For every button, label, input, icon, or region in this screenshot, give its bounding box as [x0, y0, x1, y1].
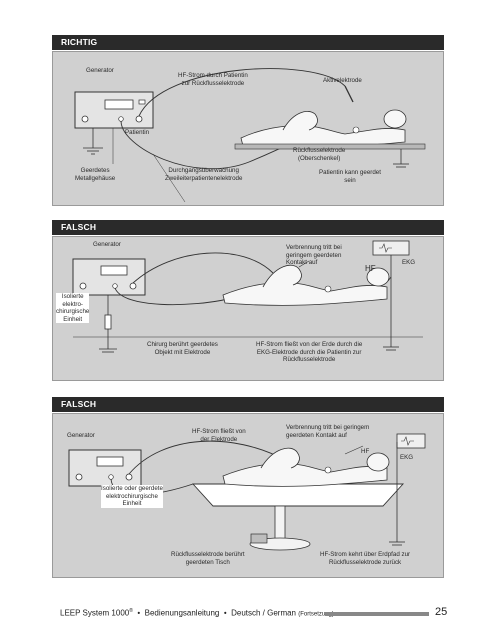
return-electrode-label: Rückflusselektrode(Oberschenkel): [293, 147, 346, 162]
section-header-falsch-2: FALSCH: [52, 397, 444, 412]
section-title: FALSCH: [61, 399, 97, 409]
separator: •: [223, 608, 227, 618]
manual-title: Bedienungsanleitung: [144, 608, 220, 618]
footer: LEEP System 1000® • Bedienungsanleitung …: [60, 608, 334, 618]
product-name: LEEP System 1000: [60, 608, 130, 618]
section-header-falsch-1: FALSCH: [52, 220, 444, 235]
separator: •: [137, 608, 141, 618]
hf-label: HF: [361, 448, 370, 455]
language: Deutsch / German: [231, 608, 297, 618]
ekg-label: EKG: [402, 259, 416, 266]
correct-setup-illustration: [74, 68, 426, 203]
page-number: 25: [435, 606, 448, 618]
ekg-label: EKG: [400, 454, 414, 461]
section-header-richtig: RICHTIG: [52, 35, 444, 50]
continuation-note: (Fortsetzung): [298, 611, 334, 618]
generator-label: Generator: [67, 432, 95, 439]
section-title: RICHTIG: [61, 37, 98, 47]
generator-label: Generator: [86, 67, 114, 74]
wrong-setup-illustration-2: [68, 433, 426, 551]
active-electrode-label: Aktivelektrode: [323, 77, 362, 84]
patient-cable-label: Patientin: [125, 129, 150, 136]
footer-rule: [325, 612, 429, 616]
registered-mark: ®: [129, 608, 133, 614]
wrong-setup-illustration-1: [72, 240, 423, 353]
generator-label: Generator: [93, 241, 121, 248]
hf-label: HF: [365, 264, 376, 273]
section-title: FALSCH: [61, 222, 97, 232]
